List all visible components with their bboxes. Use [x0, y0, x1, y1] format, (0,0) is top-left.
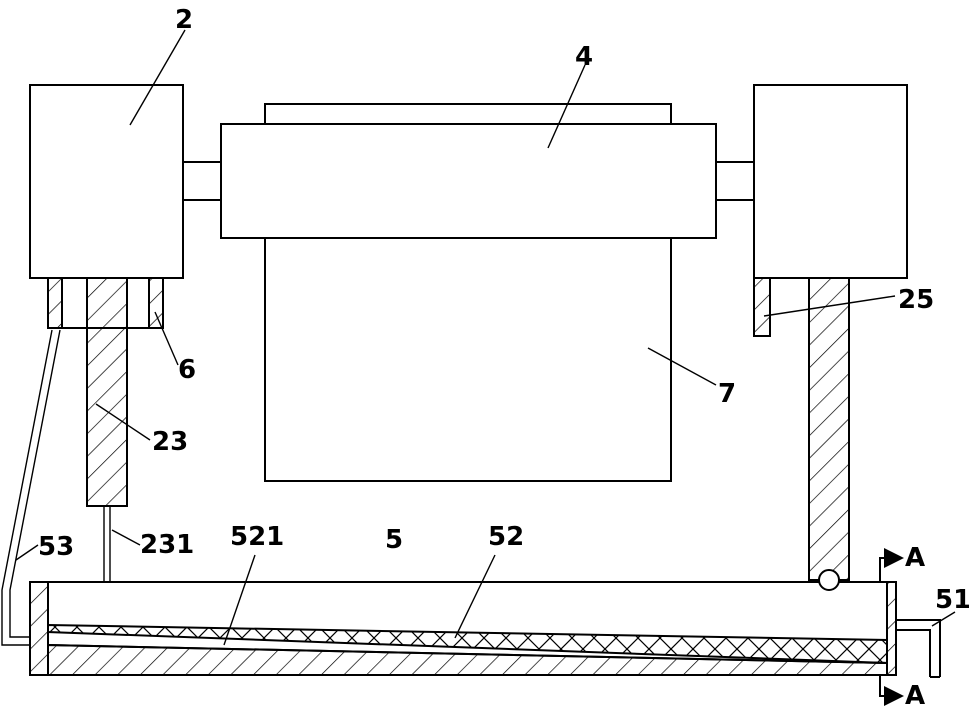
section-marker-top	[880, 558, 902, 582]
left-collar-6	[149, 278, 163, 328]
leader-6	[155, 312, 178, 365]
tank-right-wall	[887, 582, 896, 675]
section-marker-bottom	[880, 675, 902, 696]
label-52: 52	[488, 522, 524, 552]
right-collar-25	[754, 278, 770, 336]
label-53: 53	[38, 532, 74, 562]
ball-valve	[819, 570, 839, 590]
left-shaft	[183, 162, 221, 200]
label-4: 4	[575, 42, 593, 72]
leader-231	[112, 530, 140, 545]
tank-left-wall	[30, 582, 48, 675]
label-521: 521	[230, 522, 284, 552]
label-23: 23	[152, 427, 188, 457]
left-motor-box	[30, 85, 183, 278]
label-section-bottom: A	[905, 681, 925, 710]
left-leg-23	[87, 278, 127, 506]
right-shaft	[716, 162, 754, 200]
label-6: 6	[178, 355, 196, 385]
drum-top-plate	[265, 104, 671, 124]
label-7: 7	[718, 379, 736, 409]
lower-box-7	[265, 238, 671, 481]
label-51: 51	[935, 585, 969, 615]
drain-51-outer	[896, 620, 940, 677]
label-25: 25	[898, 285, 934, 315]
label-231: 231	[140, 530, 194, 560]
label-5: 5	[385, 525, 403, 555]
drum-roller-4	[221, 124, 716, 238]
leader-53	[16, 545, 38, 560]
right-motor-box	[754, 85, 907, 278]
label-section-top: A	[905, 543, 925, 573]
drain-51-inner	[896, 630, 930, 677]
left-collar-outer	[48, 278, 62, 328]
right-leg	[809, 278, 849, 580]
label-2: 2	[175, 5, 193, 35]
